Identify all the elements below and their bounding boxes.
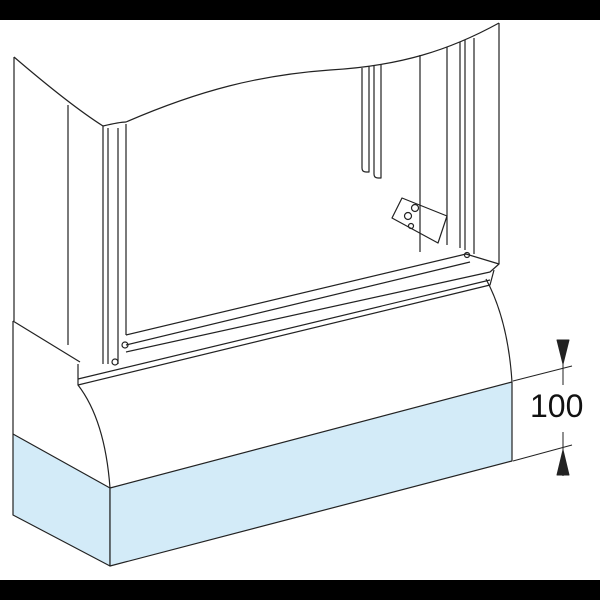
upright-left bbox=[102, 124, 129, 366]
mounting-bracket bbox=[391, 197, 448, 244]
arrow-up-icon bbox=[556, 449, 570, 476]
dimension-label: 100 bbox=[530, 388, 584, 424]
side-panel-left bbox=[13, 56, 104, 345]
upright-right bbox=[419, 23, 500, 264]
plinth-left-face bbox=[12, 433, 111, 567]
cut-line bbox=[102, 22, 500, 127]
rear-rail bbox=[361, 64, 382, 179]
plinth-upper bbox=[12, 269, 513, 489]
dimension-100mm bbox=[512, 339, 573, 476]
arrow-down-icon bbox=[556, 339, 570, 365]
frame-bottom-rail bbox=[125, 251, 500, 353]
plinth-base bbox=[12, 381, 513, 567]
plinth-front-face bbox=[109, 381, 513, 567]
